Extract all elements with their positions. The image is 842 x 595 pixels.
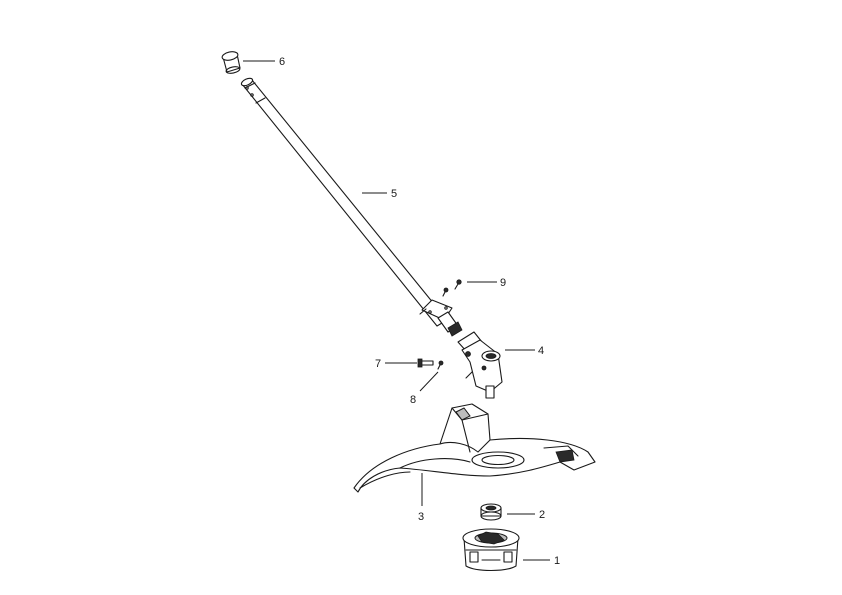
- part-7-bolt: [417, 358, 434, 368]
- part-5-shaft: [240, 77, 463, 337]
- callout-7: 7: [375, 358, 381, 370]
- callout-6: 6: [279, 56, 285, 68]
- part-4-gear-head: [457, 331, 503, 399]
- callout-5: 5: [391, 188, 397, 200]
- part-3-guard: [353, 403, 596, 493]
- callout-4: 4: [538, 345, 544, 357]
- callout-2: 2: [539, 509, 545, 521]
- part-6-end-cap: [221, 51, 241, 74]
- part-1-spool-head: [462, 528, 520, 572]
- callout-3: 3: [418, 511, 424, 523]
- callout-1: 1: [554, 555, 560, 567]
- leader-8: [419, 371, 439, 392]
- callout-9: 9: [500, 277, 506, 289]
- callout-8: 8: [410, 394, 416, 406]
- part-8-screw: [437, 360, 444, 370]
- part-9-screw: [442, 279, 462, 297]
- part-2-ring: [480, 503, 502, 521]
